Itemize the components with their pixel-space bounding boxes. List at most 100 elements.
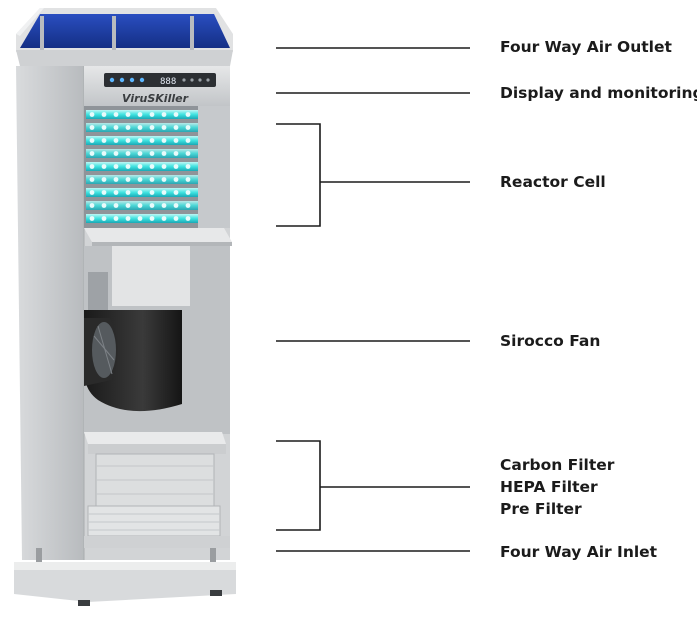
reactor-tube [89, 125, 95, 130]
reactor-tube [101, 177, 107, 182]
reactor-tube [89, 138, 95, 143]
reactor-tube [101, 151, 107, 156]
reactor-tube [161, 138, 167, 143]
brand-logo: ViruSKiller [122, 92, 189, 105]
reactor-tube [173, 125, 179, 130]
reactor-tube [161, 190, 167, 195]
reactor-tube [89, 190, 95, 195]
reactor-tube [101, 138, 107, 143]
reactor-tube [89, 177, 95, 182]
label-four-way-air-outlet: Four Way Air Outlet [500, 38, 672, 56]
reactor-tube [137, 216, 143, 221]
leader-lines [276, 47, 470, 552]
bracket-filters [276, 440, 321, 531]
reactor-tube [173, 203, 179, 208]
display-panel: 888 ViruSKiller [84, 66, 230, 106]
reactor-tube [113, 177, 119, 182]
label-four-way-air-inlet: Four Way Air Inlet [500, 543, 658, 561]
reactor-tube [113, 164, 119, 169]
reactor-tube [173, 151, 179, 156]
reactor-tube [137, 177, 143, 182]
reactor-tube [149, 203, 155, 208]
reactor-tube [149, 190, 155, 195]
reactor-tube [101, 190, 107, 195]
reactor-tube [161, 216, 167, 221]
reactor-tube [113, 125, 119, 130]
reactor-tube [173, 190, 179, 195]
reactor-tube [173, 138, 179, 143]
reactor-tube [113, 138, 119, 143]
reactor-tube [149, 151, 155, 156]
reactor-tube [185, 112, 191, 117]
reactor-tube [185, 151, 191, 156]
reactor-cell [84, 106, 230, 228]
reactor-tube [173, 112, 179, 117]
reactor-tube [161, 203, 167, 208]
reactor-tube [161, 151, 167, 156]
reactor-tube [137, 112, 143, 117]
reactor-tube [149, 138, 155, 143]
reactor-tube [113, 216, 119, 221]
reactor-tube [125, 216, 131, 221]
reactor-tube [89, 203, 95, 208]
reactor-tube [185, 138, 191, 143]
reactor-tube [89, 216, 95, 221]
reactor-tube [125, 112, 131, 117]
reactor-tube [173, 177, 179, 182]
reactor-tube [149, 177, 155, 182]
reactor-tube [137, 164, 143, 169]
reactor-tube [149, 164, 155, 169]
label-sirocco-fan: Sirocco Fan [500, 332, 601, 350]
reactor-tube [137, 138, 143, 143]
reactor-tube [137, 203, 143, 208]
reactor-tube [101, 164, 107, 169]
reactor-tube [101, 203, 107, 208]
reactor-tube [185, 216, 191, 221]
label-display-and-monitoring: Display and monitoring [500, 84, 697, 102]
sirocco-fan [84, 246, 230, 434]
reactor-tube [113, 112, 119, 117]
reactor-tube [149, 216, 155, 221]
reactor-tube [113, 203, 119, 208]
reactor-tube [185, 177, 191, 182]
reactor-tube [113, 151, 119, 156]
reactor-tube [137, 151, 143, 156]
reactor-tube [149, 112, 155, 117]
reactor-tube [113, 190, 119, 195]
reactor-tube [101, 216, 107, 221]
reactor-tube [101, 112, 107, 117]
reactor-tube [125, 177, 131, 182]
reactor-tube [125, 138, 131, 143]
reactor-tube [185, 203, 191, 208]
bracket-reactor [276, 123, 321, 227]
label-carbon-filter: Carbon Filter [500, 456, 615, 474]
display-readout: 888 [160, 77, 176, 87]
reactor-tube [185, 125, 191, 130]
air-outlet-cap [16, 8, 233, 66]
filter-stack [84, 432, 230, 548]
reactor-tube [161, 177, 167, 182]
reactor-tube [137, 190, 143, 195]
reactor-tube [185, 190, 191, 195]
reactor-tube [125, 164, 131, 169]
reactor-tube [173, 164, 179, 169]
reactor-tube [125, 203, 131, 208]
reactor-tube [89, 151, 95, 156]
reactor-tube [161, 125, 167, 130]
reactor-tube [125, 125, 131, 130]
reactor-tube [89, 112, 95, 117]
reactor-tube [89, 164, 95, 169]
reactor-tube [101, 125, 107, 130]
reactor-tube [125, 190, 131, 195]
air-inlet-base [14, 548, 236, 606]
reactor-tube [173, 216, 179, 221]
label-hepa-filter: HEPA Filter [500, 478, 598, 496]
label-reactor-cell: Reactor Cell [500, 173, 606, 191]
reactor-tube [149, 125, 155, 130]
reactor-tube [185, 164, 191, 169]
reactor-tube [161, 164, 167, 169]
reactor-tube [161, 112, 167, 117]
label-filter-group: Carbon Filter HEPA Filter Pre Filter [500, 454, 614, 520]
label-pre-filter: Pre Filter [500, 500, 582, 518]
